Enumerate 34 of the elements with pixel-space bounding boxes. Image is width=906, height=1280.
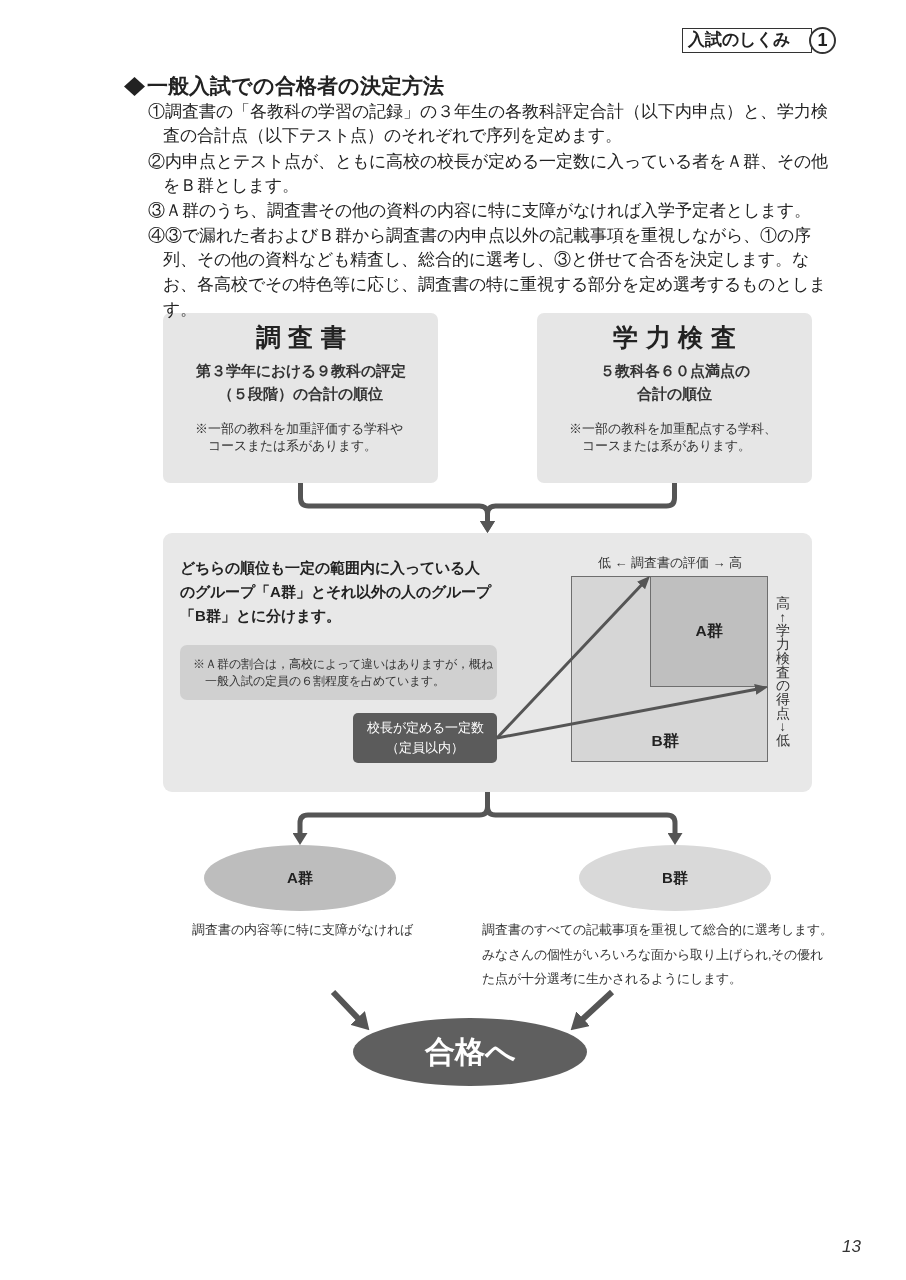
outer-square: [571, 576, 768, 762]
caption-text: 調査書の内容等に特に支障がなければ: [192, 922, 414, 939]
panel: [163, 533, 812, 792]
caption-text: 調査書のすべての記載事項を重視して総合的に選考します。みなさんの個性がいろいろな面から取り上げられ,その優れた点が十分選考に生かされるようにします。: [482, 922, 834, 988]
result-ellipse: 合格へ: [353, 1018, 587, 1086]
leader-arrow: [496, 683, 769, 740]
connector-arrow: [485, 792, 681, 845]
heading: 一般入試での合格者の決定方法: [147, 73, 444, 99]
numbered-paragraph: ③Ａ群のうち、調査書その他の資料の内容に特に支障がなければ入学予定者とします。: [148, 199, 812, 222]
group-ellipse: B群: [579, 845, 771, 911]
axis-label: 高↑学力検査の得点↓低: [775, 597, 790, 748]
page-number: 13: [842, 1237, 861, 1257]
region-label: B群: [651, 731, 679, 751]
info-card: [537, 313, 812, 483]
group-ellipse: A群: [204, 845, 396, 911]
card-subtitle: 第３学年における９教科の評定（５段階）の合計の順位: [194, 360, 407, 404]
card-title: 調査書: [254, 322, 353, 352]
arrow: [568, 989, 615, 1033]
numbered-paragraph: ②内申点とテスト点が、ともに高校の校長が定める一定数に入っている者をＡ群、その他をＢ群とします。: [148, 150, 829, 198]
leader-arrow: [495, 574, 652, 740]
section-tab: 入試のしくみ: [682, 28, 812, 53]
step-number: 1: [809, 27, 836, 54]
card-note: ※一部の教科を加重配点する学科、コースまたは系があります。: [568, 419, 778, 454]
panel-text: どちらの順位も一定の範囲内に入っている人のグループ「A群」とそれ以外の人のグループ「B群」とに分けます。: [180, 558, 493, 626]
label-box: 校長が定める一定数（定員以内）: [353, 713, 497, 763]
inner-square: A群: [650, 576, 768, 687]
card-title: 学力検査: [612, 322, 744, 352]
numbered-paragraph: ①調査書の「各教科の学習の記録」の３年生の各教科評定合計（以下内申点）と、学力検査の合計点（以下テスト点）のそれぞれで序列を定めます。: [148, 100, 829, 148]
card-note: ※一部の教科を加重評価する学科やコースまたは系があります。: [194, 419, 404, 454]
card-subtitle: ５教科各６０点満点の合計の順位: [598, 360, 751, 404]
arrow: [330, 989, 372, 1033]
axis-label: 低 ← 調査書の評価 → 高: [597, 554, 743, 572]
note-box: ※Ａ群の割合は，高校によって違いはありますが，概ね一般入試の定員の６割程度を占めています。: [180, 645, 497, 700]
numbered-paragraph: ④③で漏れた者およびＢ群から調査書の内申点以外の記載事項を重視しながら、①の序列、その他の資料なども精査し、総合的に選考し、③と併せて合否を決定します。なお、各高校でその特色等に応じ、調査書の特に重視する部分を定め選考するものとします。: [148, 224, 827, 321]
